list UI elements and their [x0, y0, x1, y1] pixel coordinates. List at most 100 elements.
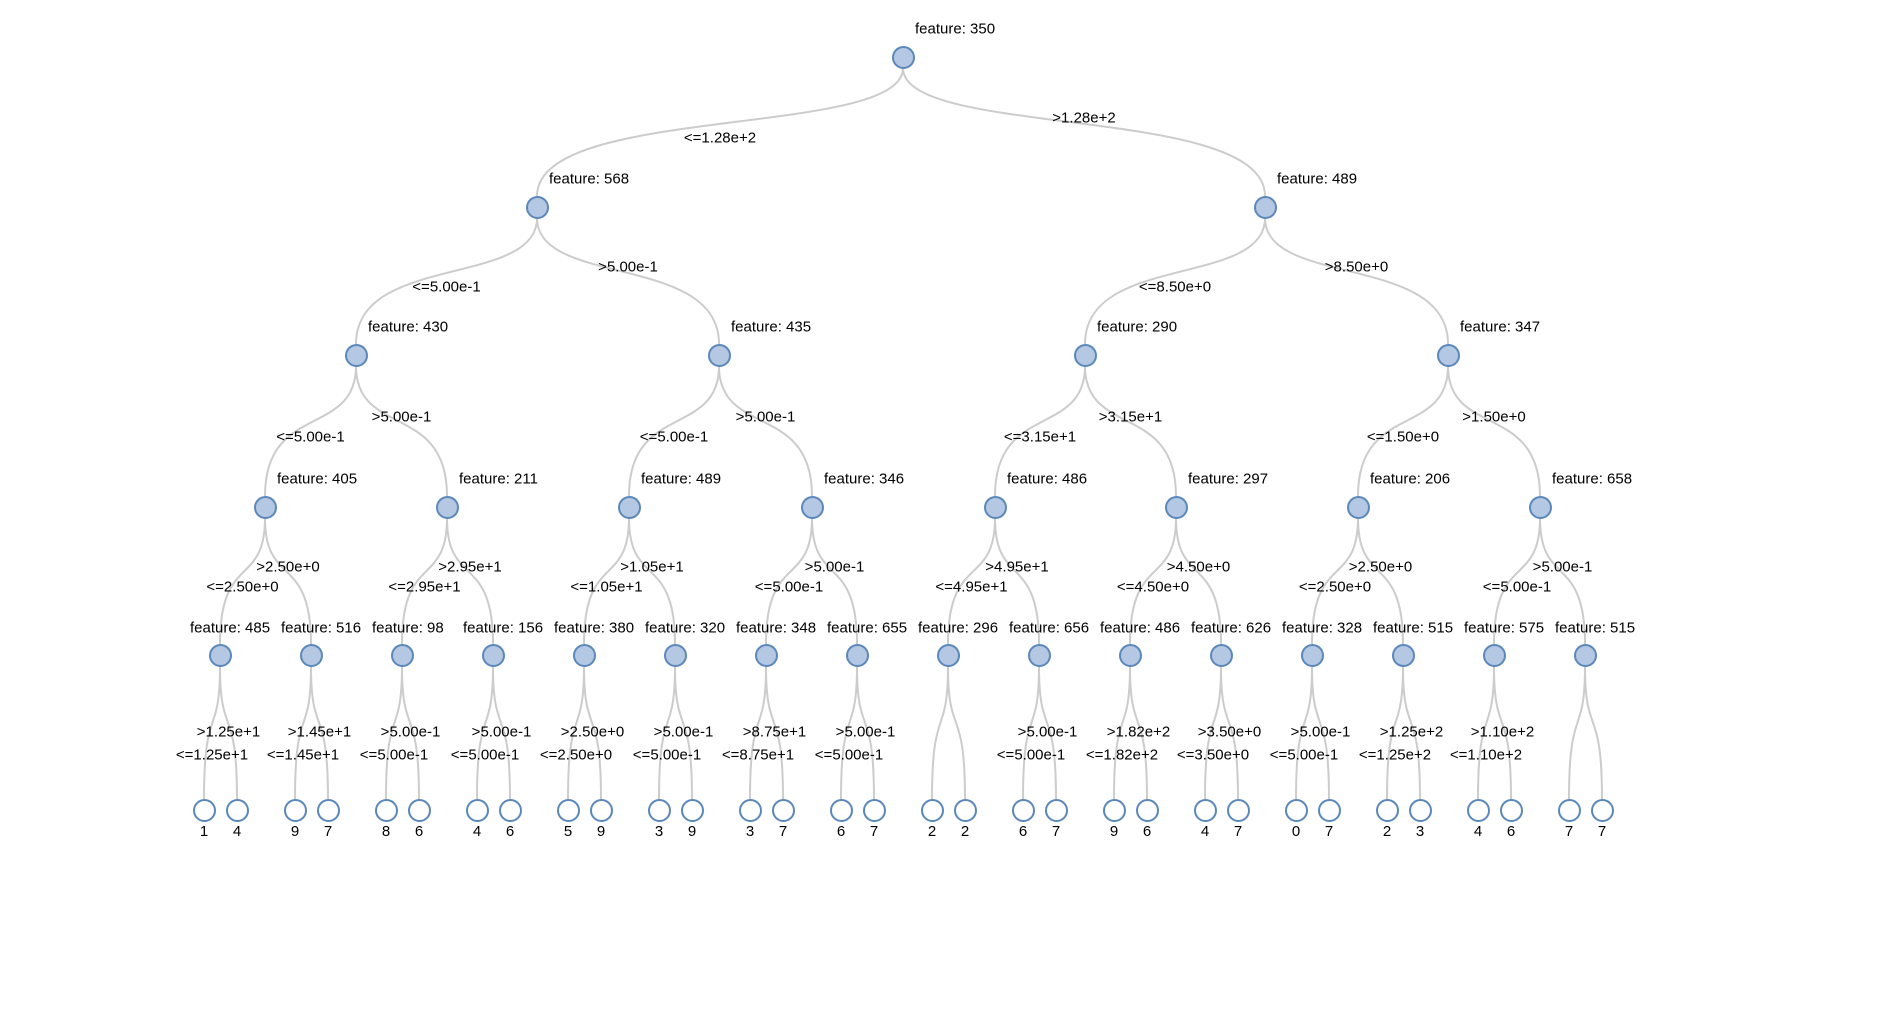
tree-edge	[355, 365, 448, 497]
decision-node[interactable]	[1346, 495, 1370, 519]
tree-edge	[264, 365, 357, 497]
node-feature-label: feature: 515	[1555, 619, 1636, 637]
node-feature-label: feature: 348	[736, 619, 817, 637]
leaf-node[interactable]	[647, 798, 671, 822]
decision-node[interactable]	[1073, 343, 1097, 367]
edge-label-right: >5.00e-1	[471, 723, 532, 740]
leaf-node[interactable]	[920, 798, 944, 822]
decision-node[interactable]	[208, 643, 232, 667]
node-feature-label: feature: 346	[824, 470, 905, 488]
leaf-node[interactable]	[953, 798, 977, 822]
leaf-node[interactable]	[1011, 798, 1035, 822]
leaf-node[interactable]	[1135, 798, 1159, 822]
leaf-node[interactable]	[589, 798, 613, 822]
edge-label-left: <=4.50e+0	[1116, 578, 1190, 596]
leaf-class-label: 6	[1142, 823, 1152, 840]
decision-node[interactable]	[1209, 643, 1233, 667]
leaf-node[interactable]	[1193, 798, 1217, 822]
leaf-node[interactable]	[1375, 798, 1399, 822]
edge-label-right: >2.50e+0	[1348, 558, 1413, 576]
node-feature-label: feature: 156	[463, 619, 544, 637]
leaf-node[interactable]	[556, 798, 580, 822]
leaf-node[interactable]	[407, 798, 431, 822]
leaf-class-label: 7	[778, 823, 788, 840]
decision-node[interactable]	[1118, 643, 1142, 667]
tree-edge	[1084, 217, 1266, 345]
node-feature-label: feature: 655	[827, 619, 908, 637]
leaf-node[interactable]	[316, 798, 340, 822]
edge-label-left: <=5.00e-1	[1269, 746, 1339, 763]
leaf-class-label: 6	[1018, 823, 1028, 840]
edge-label-right: >5.00e-1	[1290, 723, 1351, 740]
decision-node[interactable]	[1300, 643, 1324, 667]
leaf-node[interactable]	[1317, 798, 1341, 822]
leaf-node[interactable]	[829, 798, 853, 822]
decision-node[interactable]	[525, 195, 549, 219]
leaf-node[interactable]	[771, 798, 795, 822]
decision-node[interactable]	[1027, 643, 1051, 667]
edge-label-left: <=3.15e+1	[1003, 428, 1077, 446]
leaf-node[interactable]	[498, 798, 522, 822]
leaf-node[interactable]	[1226, 798, 1250, 822]
leaf-node[interactable]	[465, 798, 489, 822]
leaf-node[interactable]	[1102, 798, 1126, 822]
tree-edge	[264, 517, 312, 645]
decision-node[interactable]	[983, 495, 1007, 519]
decision-node[interactable]	[1391, 643, 1415, 667]
tree-edge	[749, 665, 767, 800]
edge-label-right: >5.00e-1	[380, 723, 441, 740]
edge-label-left: <=5.00e-1	[639, 428, 709, 446]
tree-edge	[1295, 665, 1313, 800]
decision-node[interactable]	[390, 643, 414, 667]
edge-label-left: <=1.82e+2	[1085, 746, 1159, 763]
edge-label-left: <=5.00e-1	[1482, 578, 1552, 596]
leaf-node[interactable]	[1466, 798, 1490, 822]
leaf-node[interactable]	[1499, 798, 1523, 822]
tree-edge	[219, 517, 266, 645]
tree-edge	[401, 517, 448, 645]
decision-node[interactable]	[1436, 343, 1460, 367]
decision-node[interactable]	[572, 643, 596, 667]
tree-edge	[1204, 665, 1222, 800]
node-feature-label: feature: 347	[1460, 318, 1541, 336]
decision-node[interactable]	[1253, 195, 1277, 219]
leaf-node[interactable]	[192, 798, 216, 822]
decision-node[interactable]	[481, 643, 505, 667]
tree-edge	[1022, 665, 1040, 800]
leaf-node[interactable]	[1408, 798, 1432, 822]
leaf-node[interactable]	[1044, 798, 1068, 822]
decision-node[interactable]	[617, 495, 641, 519]
decision-node[interactable]	[435, 495, 459, 519]
leaf-class-label: 7	[323, 823, 333, 840]
leaf-class-label: 0	[1291, 823, 1301, 840]
decision-node[interactable]	[253, 495, 277, 519]
decision-node[interactable]	[891, 45, 915, 69]
decision-node[interactable]	[663, 643, 687, 667]
leaf-node[interactable]	[738, 798, 762, 822]
node-feature-label: feature: 98	[372, 619, 444, 637]
node-feature-label: feature: 328	[1282, 619, 1363, 637]
leaf-node[interactable]	[680, 798, 704, 822]
decision-node[interactable]	[707, 343, 731, 367]
leaf-node[interactable]	[862, 798, 886, 822]
leaf-node[interactable]	[1284, 798, 1308, 822]
decision-node[interactable]	[1164, 495, 1188, 519]
decision-node[interactable]	[754, 643, 778, 667]
decision-node[interactable]	[1528, 495, 1552, 519]
decision-node[interactable]	[299, 643, 323, 667]
leaf-node[interactable]	[1557, 798, 1581, 822]
decision-node[interactable]	[845, 643, 869, 667]
node-feature-label: feature: 626	[1191, 619, 1272, 637]
decision-node[interactable]	[1573, 643, 1597, 667]
tree-edge	[446, 517, 494, 645]
edge-label-right: >8.50e+0	[1324, 258, 1389, 276]
leaf-node[interactable]	[225, 798, 249, 822]
leaf-class-label: 9	[687, 823, 697, 840]
decision-node[interactable]	[344, 343, 368, 367]
leaf-node[interactable]	[1590, 798, 1614, 822]
decision-node[interactable]	[800, 495, 824, 519]
leaf-node[interactable]	[283, 798, 307, 822]
leaf-node[interactable]	[374, 798, 398, 822]
decision-node[interactable]	[936, 643, 960, 667]
decision-node[interactable]	[1482, 643, 1506, 667]
